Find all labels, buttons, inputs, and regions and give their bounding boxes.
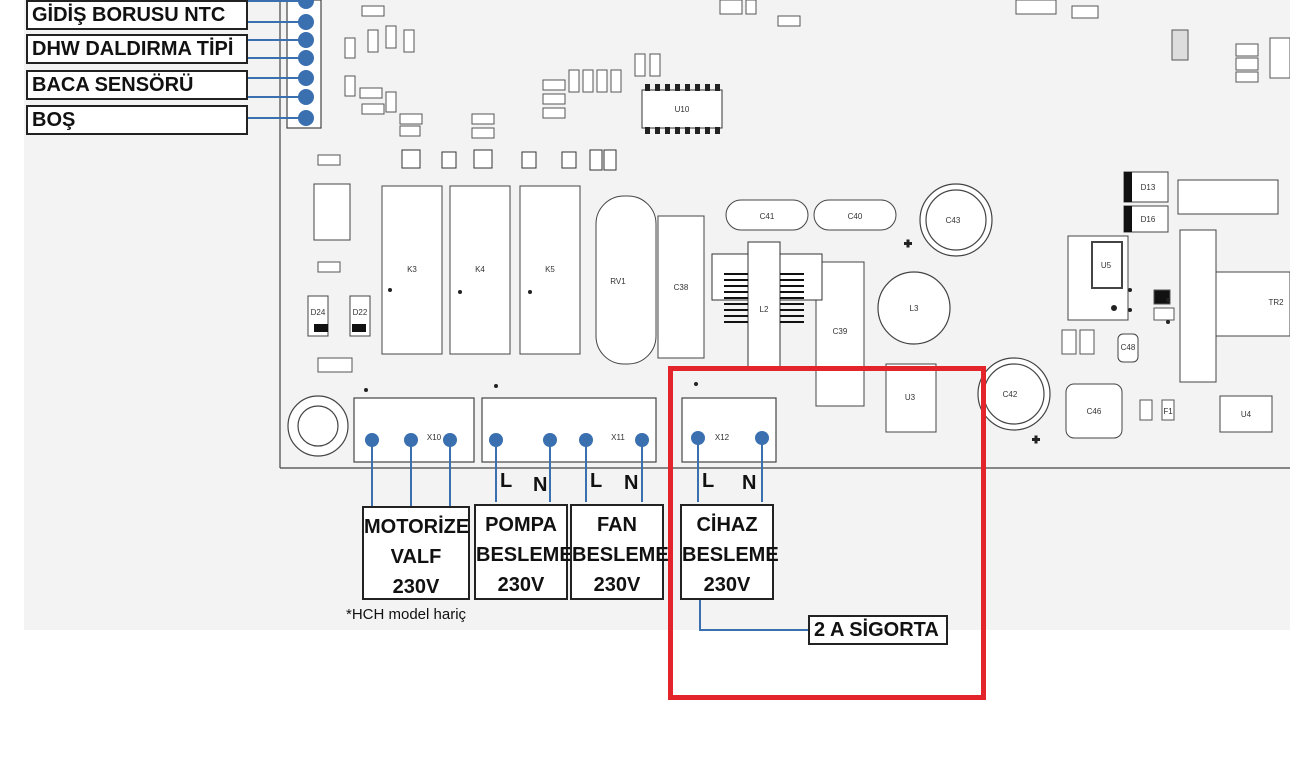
footnote-hch-model: *HCH model hariç bbox=[346, 606, 467, 623]
label-u5: U5 bbox=[1101, 261, 1112, 270]
terminal-n-cihaz: N bbox=[742, 472, 757, 494]
label-d13: D13 bbox=[1141, 183, 1156, 192]
box-line: FAN bbox=[597, 514, 637, 536]
label-c42: C42 bbox=[1003, 390, 1018, 399]
box-line: VALF bbox=[390, 546, 442, 568]
label-c40: C40 bbox=[848, 212, 863, 221]
box-line: BESLEME bbox=[682, 544, 779, 566]
label-k4: K4 bbox=[475, 265, 485, 274]
label-d24: D24 bbox=[311, 308, 326, 317]
box-line: POMPA bbox=[485, 514, 557, 536]
terminal-n-fan: N bbox=[624, 472, 639, 494]
box-line: BESLEME bbox=[476, 544, 573, 566]
label-d16: D16 bbox=[1141, 215, 1156, 224]
box-fan-besleme: FAN BESLEME 230V bbox=[570, 504, 669, 600]
label-x12: X12 bbox=[715, 433, 730, 442]
label-x10: X10 bbox=[427, 433, 442, 442]
terminal-n-pompa: N bbox=[533, 474, 548, 496]
label-x11: X11 bbox=[611, 433, 625, 442]
label-l2: L2 bbox=[760, 305, 769, 314]
terminal-l-fan: L bbox=[590, 470, 603, 492]
fuse-label: 2 A SİGORTA bbox=[808, 615, 948, 645]
label-c39: C39 bbox=[833, 327, 848, 336]
terminal-l-pompa: L bbox=[500, 470, 513, 492]
box-line: 230V bbox=[497, 574, 545, 596]
label-rv1: RV1 bbox=[610, 277, 626, 286]
label-d22: D22 bbox=[353, 308, 368, 317]
box-line: 230V bbox=[593, 574, 641, 596]
label-baca-sensoru: BACA SENSÖRÜ bbox=[26, 70, 248, 100]
label-l3: L3 bbox=[910, 304, 919, 313]
box-pompa-besleme: POMPA BESLEME 230V bbox=[474, 504, 573, 600]
label-bos: BOŞ bbox=[26, 105, 248, 135]
label-c38: C38 bbox=[674, 283, 689, 292]
highlight-box bbox=[668, 366, 986, 700]
terminal-l-cihaz: L bbox=[702, 470, 715, 492]
label-gidis-borusu-ntc: GİDİŞ BORUSU NTC bbox=[26, 0, 248, 30]
box-line: 230V bbox=[392, 576, 440, 598]
box-line: MOTORİZE bbox=[364, 516, 470, 538]
label-c43: C43 bbox=[946, 216, 961, 225]
label-u10: U10 bbox=[675, 105, 690, 114]
label-k3: K3 bbox=[407, 265, 417, 274]
label-c41: C41 bbox=[760, 212, 775, 221]
box-cihaz-besleme: CİHAZ BESLEME 230V bbox=[680, 504, 779, 600]
box-line: CİHAZ bbox=[696, 514, 758, 536]
label-u4: U4 bbox=[1241, 410, 1252, 419]
label-dhw-daldirma-tipi: DHW DALDIRMA TİPİ bbox=[26, 34, 248, 64]
label-k5: K5 bbox=[545, 265, 555, 274]
label-u3: U3 bbox=[905, 393, 916, 402]
label-f1: F1 bbox=[1163, 407, 1173, 416]
label-c46: C46 bbox=[1087, 407, 1102, 416]
box-line: BESLEME bbox=[572, 544, 669, 566]
label-tr2: TR2 bbox=[1268, 298, 1284, 307]
box-motorize-valf: MOTORİZE VALF 230V bbox=[362, 506, 470, 600]
label-c48: C48 bbox=[1121, 343, 1136, 352]
box-line: 230V bbox=[703, 574, 751, 596]
